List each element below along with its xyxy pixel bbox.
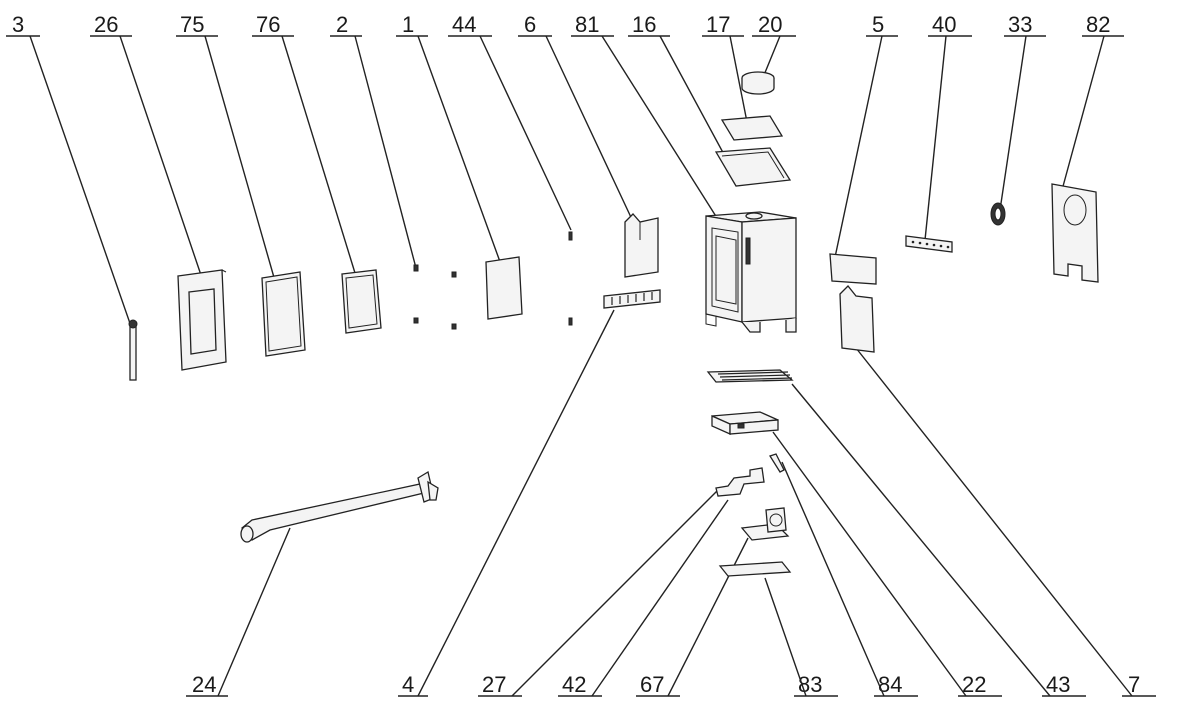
callout-16: 16 — [628, 12, 728, 161]
callout-2: 2 — [330, 12, 417, 269]
callout-label-82: 82 — [1086, 12, 1110, 37]
part-33-spin-valve — [990, 202, 1006, 226]
callout-26: 26 — [90, 12, 204, 282]
callout-label-17: 17 — [706, 12, 730, 37]
part-16-top-tray — [714, 147, 792, 187]
part-22-ash-pan — [711, 411, 779, 436]
callout-label-40: 40 — [932, 12, 956, 37]
callout-label-1: 1 — [402, 12, 414, 37]
callout-label-67: 67 — [640, 672, 664, 697]
part-83-base-plate — [718, 561, 792, 577]
callout-1: 1 — [396, 12, 504, 271]
callout-33: 33 — [999, 12, 1046, 211]
part-81-stove-body — [705, 211, 797, 333]
callout-82: 82 — [1061, 12, 1124, 191]
callout-label-84: 84 — [878, 672, 902, 697]
callout-label-3: 3 — [12, 12, 24, 37]
bottom-callouts: 24 4 27 42 67 83 84 — [186, 309, 1156, 697]
callout-17: 17 — [702, 12, 748, 123]
part-67-rear-flue-adapter — [740, 507, 790, 541]
part-27-42-air-bracket — [715, 467, 765, 497]
part-43-grate — [706, 369, 794, 383]
callout-6: 6 — [518, 12, 637, 229]
part-76-door-glass — [341, 269, 382, 334]
callout-75: 75 — [176, 12, 276, 282]
callout-label-44: 44 — [452, 12, 476, 37]
callout-label-43: 43 — [1046, 672, 1070, 697]
callout-4: 4 — [398, 309, 615, 697]
callout-43: 43 — [791, 383, 1086, 697]
part-7-right-side-brick — [839, 285, 875, 353]
callout-3: 3 — [6, 12, 134, 333]
callout-22: 22 — [772, 431, 1002, 697]
part-20-flue-collar — [741, 71, 775, 95]
callout-label-24: 24 — [192, 672, 216, 697]
part-24-tool — [240, 470, 439, 543]
callout-40: 40 — [924, 12, 972, 241]
part-75-door-seal — [261, 271, 306, 357]
part-1-air-wash-plate — [485, 256, 523, 320]
callout-label-16: 16 — [632, 12, 656, 37]
callout-7: 7 — [855, 347, 1156, 697]
callout-76: 76 — [252, 12, 356, 274]
part-3-door-handle — [128, 319, 138, 381]
callout-67: 67 — [636, 537, 749, 697]
part-4-front-grate — [603, 289, 661, 309]
part-26-door — [177, 269, 227, 371]
callout-label-26: 26 — [94, 12, 118, 37]
callout-27: 27 — [478, 489, 719, 697]
callout-label-81: 81 — [575, 12, 599, 37]
part-82-back-plate — [1051, 183, 1099, 283]
callout-label-2: 2 — [336, 12, 348, 37]
callout-24: 24 — [186, 527, 291, 697]
part-84-lever — [769, 453, 785, 473]
callout-label-75: 75 — [180, 12, 204, 37]
part-6-left-brick — [624, 213, 659, 278]
callout-5: 5 — [833, 12, 898, 263]
callout-84: 84 — [781, 461, 918, 697]
callout-label-22: 22 — [962, 672, 986, 697]
part-44-screws — [568, 231, 573, 326]
parts — [128, 71, 1099, 577]
callout-83: 83 — [764, 577, 838, 697]
callout-44: 44 — [448, 12, 572, 231]
part-17-baffle — [720, 115, 784, 141]
callout-42: 42 — [558, 499, 729, 697]
callout-label-4: 4 — [402, 672, 414, 697]
callout-20: 20 — [752, 12, 796, 81]
callout-label-27: 27 — [482, 672, 506, 697]
callout-label-42: 42 — [562, 672, 586, 697]
callout-label-33: 33 — [1008, 12, 1032, 37]
callout-label-6: 6 — [524, 12, 536, 37]
callout-label-76: 76 — [256, 12, 280, 37]
callout-label-20: 20 — [758, 12, 782, 37]
part-2-glass-clips — [413, 264, 457, 330]
callout-label-5: 5 — [872, 12, 884, 37]
part-5-right-brick — [829, 253, 877, 285]
part-40-air-slide — [905, 235, 953, 253]
callout-81: 81 — [571, 12, 737, 249]
callout-label-7: 7 — [1128, 672, 1140, 697]
top-callouts: 3 26 75 76 2 1 44 — [6, 12, 1124, 333]
